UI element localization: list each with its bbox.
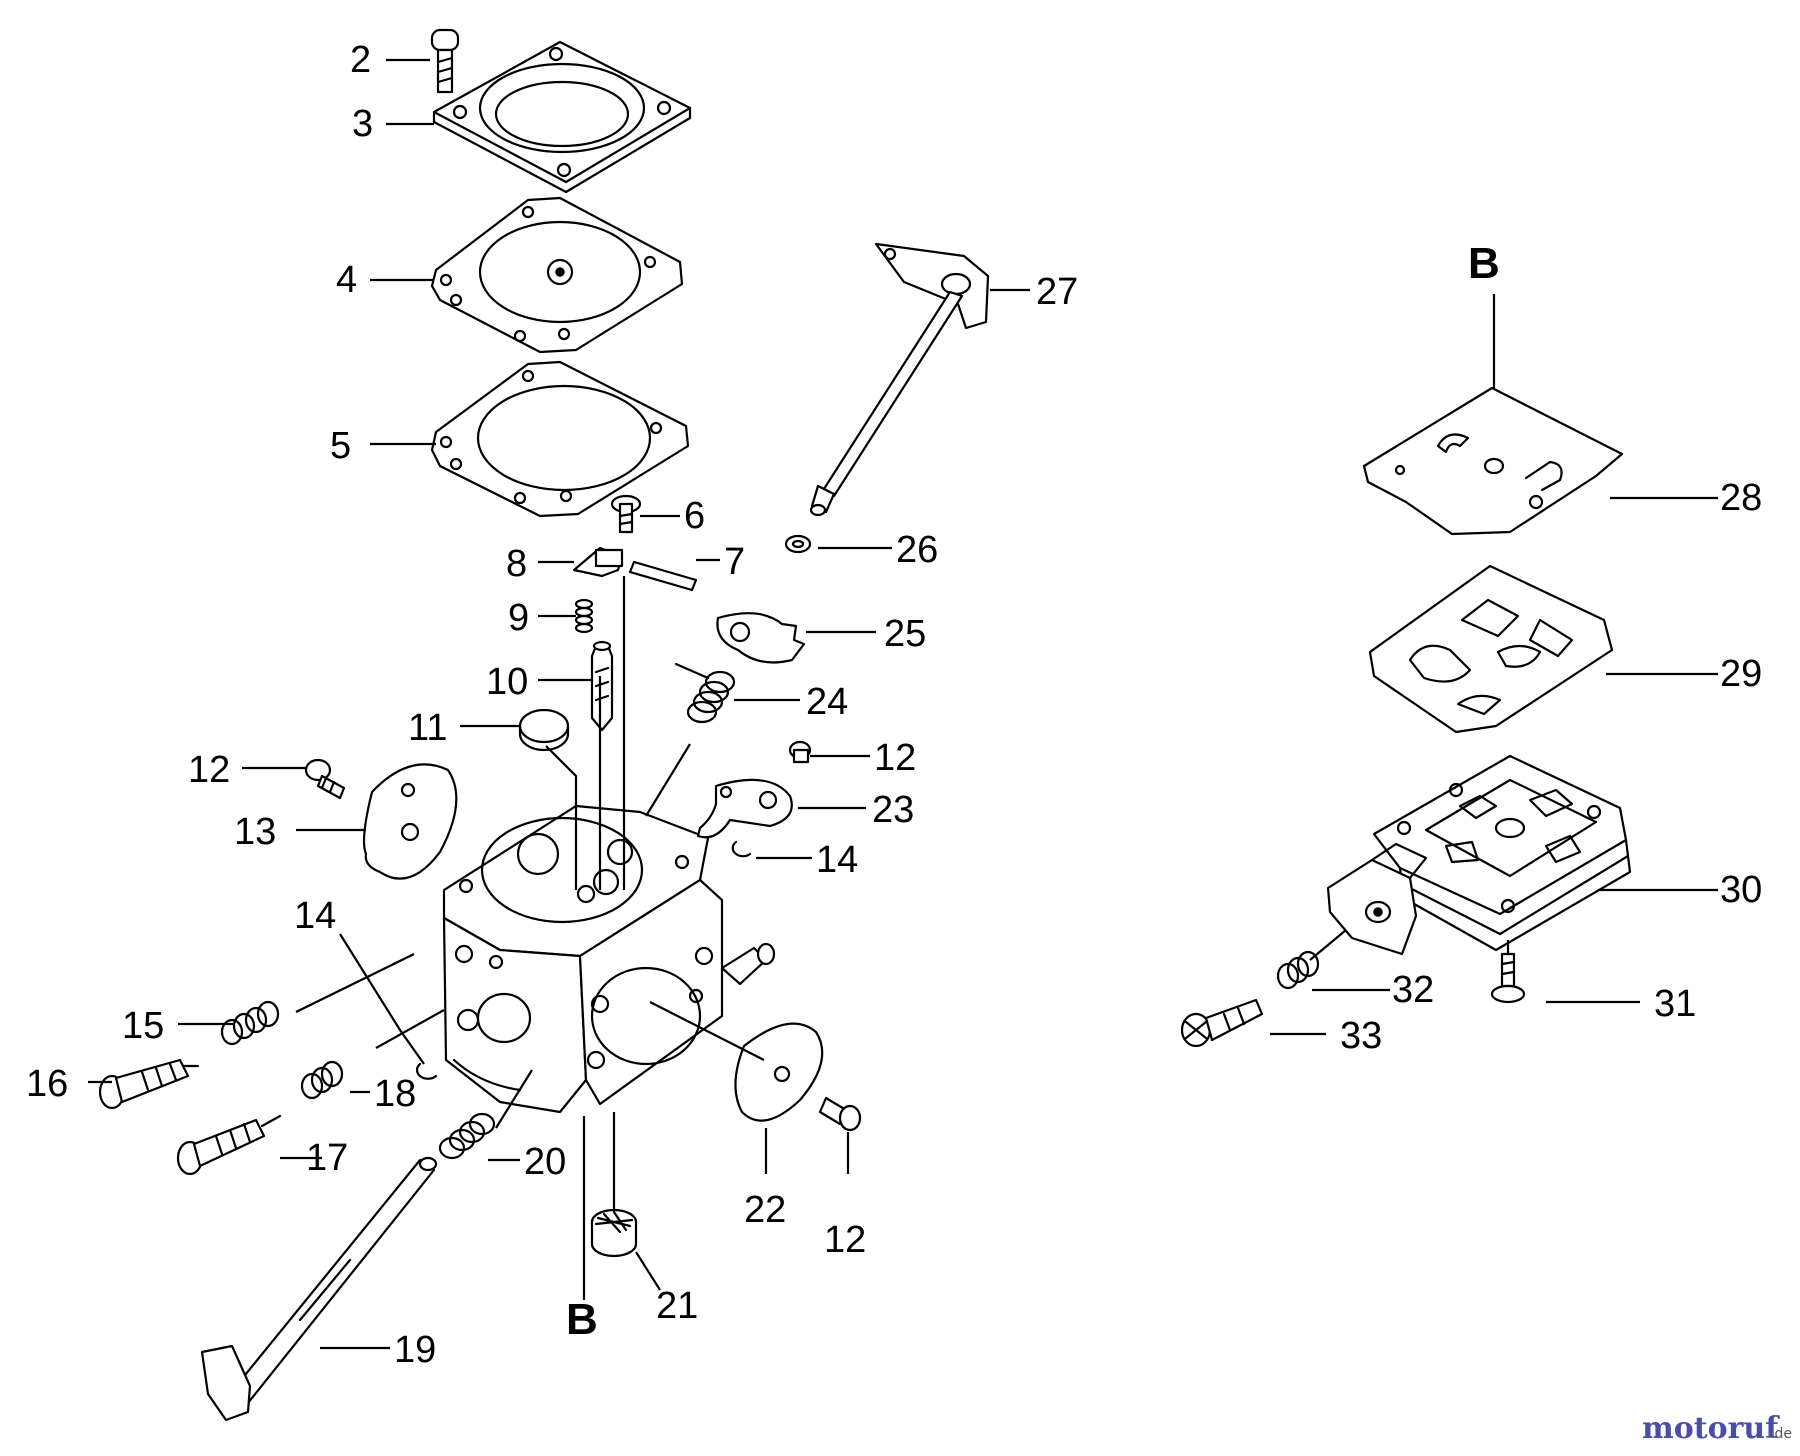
part-11-check-disc: [518, 708, 570, 752]
part-22-choke-plate: [734, 1022, 824, 1122]
part-5-gasket: [430, 360, 690, 518]
part-17-adjusting-screw: [176, 1114, 282, 1176]
part-21-fuel-filter: [590, 1208, 638, 1258]
label-18: 18: [374, 1073, 416, 1115]
label-11: 11: [408, 707, 447, 749]
label-25: 25: [884, 613, 926, 655]
label-27: 27: [1036, 271, 1078, 313]
label-12-left: 12: [188, 749, 230, 791]
label-24: 24: [806, 681, 848, 723]
part-labels: 2 3 4 5 6 7 8 9 10 11 12 13 14 15 16 17 …: [26, 39, 1762, 1371]
part-12-screw-bottom: [818, 1096, 862, 1132]
watermark: motoruf .de: [1642, 1411, 1792, 1446]
part-31-screw: [1490, 952, 1526, 1004]
part-2-screw: [430, 28, 460, 94]
label-31: 31: [1654, 983, 1696, 1025]
label-29: 29: [1720, 653, 1762, 695]
label-5: 5: [330, 425, 351, 467]
part-13-throttle-plate: [362, 763, 458, 880]
part-30-pump-body: [1326, 754, 1632, 956]
part-32-spring: [1276, 950, 1320, 990]
label-12-bottom: 12: [824, 1219, 866, 1261]
label-6: 6: [684, 495, 705, 537]
part-3-pump-cover: [432, 40, 692, 194]
label-2: 2: [350, 39, 371, 81]
watermark-tld: .de: [1770, 1426, 1792, 1442]
part-26-washer: [784, 534, 812, 554]
part-9-spring: [574, 598, 594, 634]
section-mark-b-bottom: B: [566, 1295, 598, 1344]
part-23-choke-lever: [696, 778, 793, 839]
label-13: 13: [234, 811, 276, 853]
label-30: 30: [1720, 869, 1762, 911]
part-25-detent-plate: [716, 612, 806, 664]
part-12-screw-right: [788, 740, 812, 764]
leader-lines: [88, 58, 1718, 1350]
watermark-brand: motoruf: [1642, 1411, 1780, 1446]
label-16: 16: [26, 1063, 68, 1105]
label-9: 9: [508, 597, 529, 639]
label-12-right: 12: [874, 737, 916, 779]
part-7-pin: [628, 560, 698, 592]
part-6-screw: [610, 494, 642, 534]
label-26: 26: [896, 529, 938, 571]
label-23: 23: [872, 789, 914, 831]
label-15: 15: [122, 1005, 164, 1047]
part-20-spring: [438, 1112, 496, 1160]
label-17: 17: [306, 1137, 348, 1179]
part-15-spring: [220, 1000, 280, 1046]
part-14-e-clip-right: [731, 840, 752, 858]
label-20: 20: [524, 1141, 566, 1183]
part-19-throttle-shaft: [200, 1156, 438, 1422]
label-14-right: 14: [816, 839, 858, 881]
part-29-diaphragm-gasket: [1368, 564, 1614, 734]
label-4: 4: [336, 259, 357, 301]
part-12-screw-left: [304, 758, 346, 800]
part-16-adjusting-screw: [98, 1058, 200, 1110]
label-3: 3: [352, 103, 373, 145]
label-8: 8: [506, 543, 527, 585]
part-33-screw: [1180, 998, 1264, 1048]
section-mark-b-top: B: [1468, 239, 1500, 288]
label-32: 32: [1392, 969, 1434, 1011]
part-4-diaphragm: [430, 196, 684, 354]
label-19: 19: [394, 1329, 436, 1371]
label-28: 28: [1720, 477, 1762, 519]
part-14-e-clip-left: [415, 1062, 438, 1080]
label-22: 22: [744, 1189, 786, 1231]
label-10: 10: [486, 661, 528, 703]
part-28-gasket: [1362, 386, 1624, 536]
label-7: 7: [724, 541, 745, 583]
part-27-choke-shaft: [809, 242, 990, 517]
label-33: 33: [1340, 1015, 1382, 1057]
label-21: 21: [656, 1285, 698, 1327]
part-18-spring: [300, 1060, 344, 1100]
part-8-metering-lever: [572, 546, 624, 578]
label-14-left: 14: [294, 895, 336, 937]
carburetor-body: [442, 804, 776, 1114]
part-10-inlet-needle: [590, 640, 614, 732]
part-24-spring: [674, 662, 736, 724]
